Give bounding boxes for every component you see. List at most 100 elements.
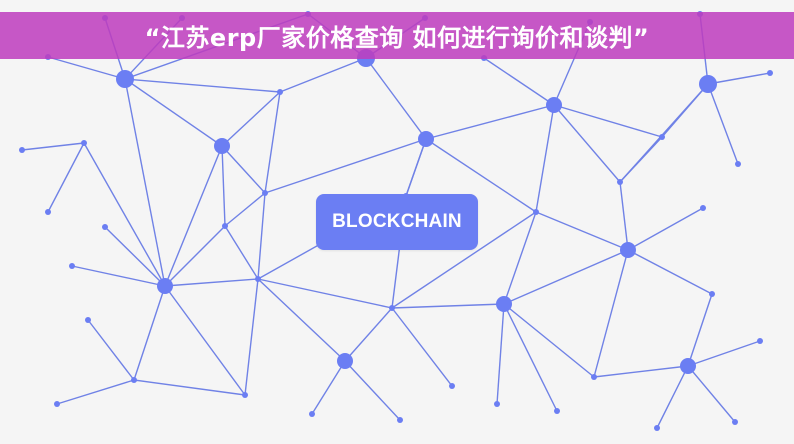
blockchain-label: BLOCKCHAIN [332, 211, 462, 232]
network-node [131, 377, 137, 383]
network-node [680, 358, 696, 374]
network-link [87, 319, 135, 381]
network-node [262, 190, 268, 196]
network-node [214, 138, 230, 154]
network-link [104, 226, 166, 287]
network-link [164, 225, 226, 287]
network-link [124, 78, 281, 93]
network-node [389, 305, 395, 311]
network-node [659, 134, 665, 140]
network-link [496, 303, 505, 405]
network-node [418, 131, 434, 147]
network-link [221, 91, 281, 147]
network-link [164, 145, 223, 287]
network-link [593, 365, 689, 378]
network-link [264, 138, 427, 194]
network-link [687, 365, 736, 423]
network-link [124, 78, 223, 147]
network-node [277, 89, 283, 95]
network-link [405, 138, 427, 197]
network-link [425, 104, 555, 140]
network-link [553, 104, 663, 138]
network-link [21, 142, 85, 151]
network-node [709, 291, 715, 297]
network-node [554, 408, 560, 414]
network-link [224, 192, 266, 227]
network-link [503, 303, 595, 378]
network-node [699, 75, 717, 93]
network-link [483, 57, 555, 106]
network-node [654, 425, 660, 431]
network-link [344, 307, 393, 362]
network-node [45, 209, 51, 215]
title-banner: “江苏erp厂家价格查询 如何进行询价和谈判” [0, 12, 794, 59]
network-link [687, 293, 713, 367]
network-link [425, 138, 537, 213]
network-link [503, 249, 629, 305]
network-link [707, 83, 739, 165]
network-link [503, 211, 537, 305]
network-link [124, 78, 166, 287]
network-node [617, 179, 623, 185]
blockchain-chip: BLOCKCHAIN [316, 194, 478, 250]
network-node [81, 140, 87, 146]
network-link [224, 225, 259, 280]
network-node [309, 411, 315, 417]
network-link [627, 249, 713, 295]
network-link [656, 365, 689, 429]
network-link [264, 91, 281, 194]
network-link [391, 307, 453, 387]
network-link [71, 265, 166, 287]
network-link [133, 379, 246, 396]
network-link [593, 249, 629, 378]
network-link [535, 211, 629, 251]
network-link [47, 56, 126, 80]
network-node [591, 374, 597, 380]
network-link [311, 360, 346, 415]
network-link [56, 379, 135, 405]
network-link [133, 285, 166, 381]
network-link [221, 145, 266, 194]
network-node [397, 417, 403, 423]
network-link [619, 83, 709, 183]
network-node [85, 317, 91, 323]
network-node [337, 353, 353, 369]
network-node [222, 223, 228, 229]
network-link [627, 207, 704, 251]
network-link [553, 104, 621, 183]
network-node [494, 401, 500, 407]
network-link [244, 278, 259, 396]
network-node [732, 419, 738, 425]
network-link [164, 285, 246, 396]
network-link [535, 104, 555, 213]
network-node [116, 70, 134, 88]
network-link [279, 57, 367, 93]
banner-title: “江苏erp厂家价格查询 如何进行询价和谈判” [144, 24, 650, 52]
network-link [221, 145, 226, 227]
network-link [257, 192, 266, 280]
network-link [47, 142, 85, 213]
network-node [533, 209, 539, 215]
network-node [767, 70, 773, 76]
network-link [83, 142, 166, 287]
network-node [242, 392, 248, 398]
network-node [700, 205, 706, 211]
network-node [255, 276, 261, 282]
network-link [365, 57, 427, 140]
network-link [257, 278, 346, 362]
network-link [391, 211, 537, 309]
network-node [102, 224, 108, 230]
network-node [449, 383, 455, 389]
network-node [546, 97, 562, 113]
network-link [257, 278, 393, 309]
network-link [164, 278, 259, 287]
network-node [620, 242, 636, 258]
network-node [757, 338, 763, 344]
network-node [157, 278, 173, 294]
network-link [619, 181, 629, 251]
network-link [687, 340, 761, 367]
network-link [344, 360, 401, 421]
network-node [69, 263, 75, 269]
network-node [19, 147, 25, 153]
network-node [496, 296, 512, 312]
